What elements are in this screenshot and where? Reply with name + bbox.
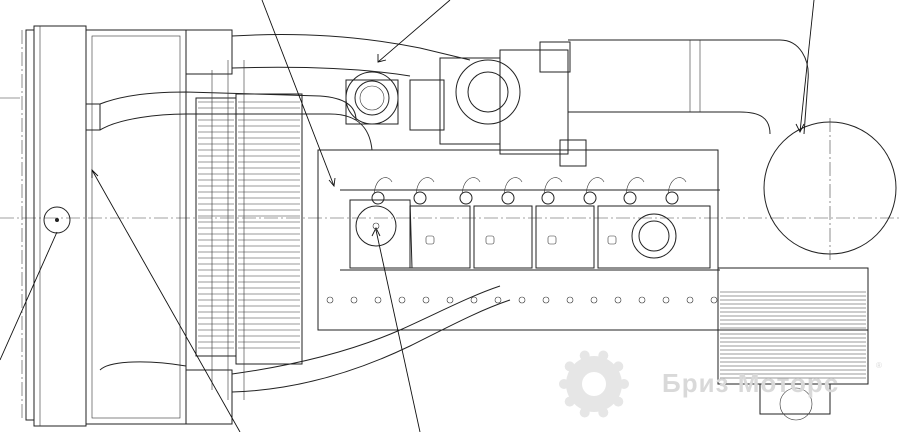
air-filter — [717, 118, 897, 421]
fan-grille — [195, 60, 303, 400]
turbocharger — [345, 41, 587, 167]
gear-logo-icon — [559, 350, 629, 418]
engine-details — [326, 177, 718, 304]
intake-pipe — [568, 39, 809, 135]
radiator — [25, 25, 187, 427]
grille-slats — [198, 101, 300, 349]
watermark: Бриз Моторс ® — [559, 350, 882, 418]
air-ducts — [99, 29, 511, 425]
watermark-brand-text: Бриз Моторс — [662, 368, 839, 398]
callout-leaders — [0, 0, 815, 432]
engine-block — [317, 149, 720, 331]
filter-ribs — [720, 291, 866, 379]
watermark-registered-mark: ® — [876, 361, 882, 370]
radiator-inlet-flange — [85, 103, 101, 131]
